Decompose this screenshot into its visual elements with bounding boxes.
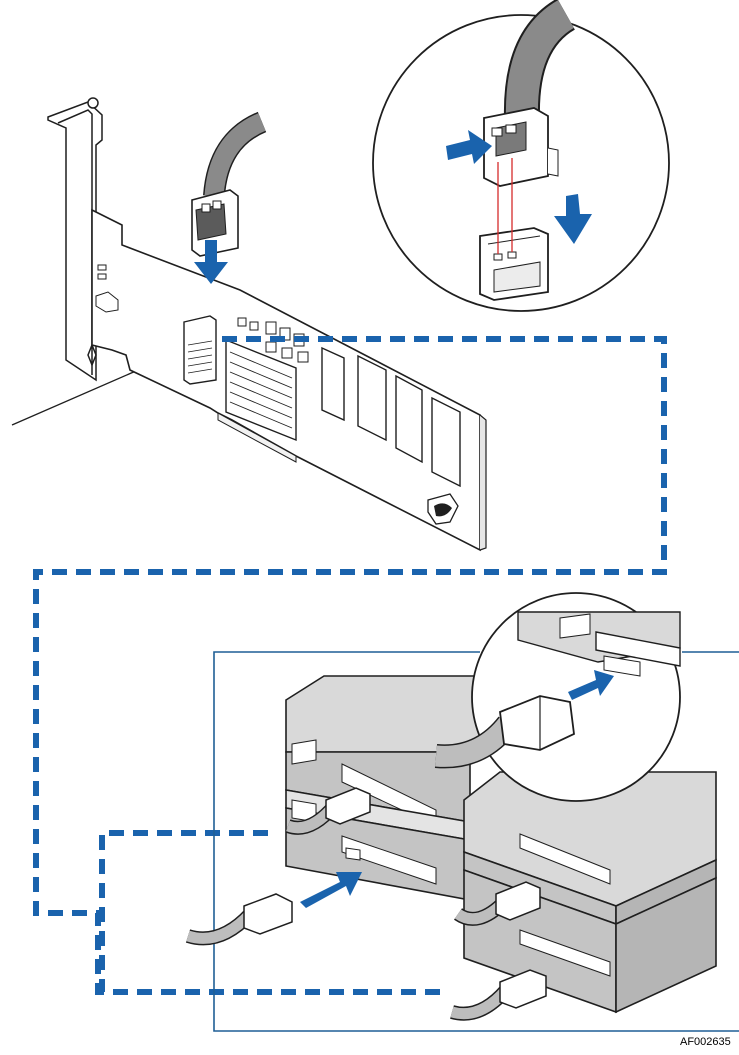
card-memory-chips	[321, 346, 461, 488]
route-main	[33, 336, 667, 995]
drive-plug-right-lower	[499, 969, 547, 1009]
drive-bay-frame	[213, 651, 739, 1032]
press-arrow-card	[194, 240, 228, 284]
drive-plug-right-upper	[495, 881, 541, 921]
route-secondary	[99, 830, 268, 992]
cable-route-paths	[33, 336, 667, 995]
card-led-2	[97, 273, 107, 280]
card-jumper	[95, 291, 119, 313]
hard-drive-stack-left	[285, 675, 491, 901]
drive-plug-upper	[325, 787, 371, 825]
pci-bracket	[47, 97, 103, 382]
insert-arrow-detail	[446, 130, 492, 164]
drive-plug-loose	[243, 893, 293, 935]
card-cable-assembly	[191, 111, 267, 257]
detail-circle-drive	[434, 592, 681, 802]
card-led-1	[97, 264, 107, 271]
drive-data-port	[595, 631, 681, 667]
detail-circle-connector	[372, 0, 670, 312]
drive-cables	[185, 787, 547, 1021]
card-heatsink	[225, 338, 297, 442]
card-edge-connector	[217, 412, 297, 463]
insert-arrow-drive	[300, 872, 362, 908]
press-arrow-detail	[554, 194, 592, 244]
insert-arrow-drive-detail	[568, 670, 614, 700]
raid-card	[91, 208, 487, 552]
alignment-guides	[497, 158, 513, 254]
figure-id-label: AF002635	[680, 1036, 731, 1048]
